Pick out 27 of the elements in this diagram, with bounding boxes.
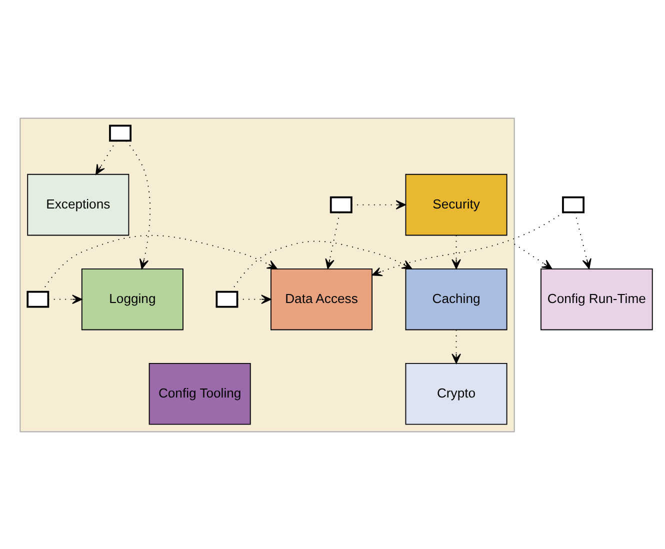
arrow (372, 212, 564, 276)
node-box: Config Tooling (148, 362, 251, 424)
arrow (574, 211, 592, 269)
cluster (20, 117, 515, 432)
node-box: Exceptions (27, 173, 130, 236)
node-box: Crypto (405, 362, 508, 424)
node-box (562, 196, 584, 213)
arrow (96, 140, 117, 174)
node-box: Config Run-Time (540, 268, 653, 330)
arrow (452, 328, 461, 364)
node-box (26, 290, 50, 308)
node-box (216, 290, 238, 308)
arrow (452, 234, 461, 269)
node-box: Caching (405, 268, 508, 330)
node-box (330, 196, 352, 213)
arrow (514, 243, 552, 269)
arrow (325, 211, 340, 269)
arrow (230, 240, 412, 292)
arrow (126, 140, 151, 269)
arrow (351, 200, 406, 209)
arrow (236, 294, 272, 304)
node-box: Data Access (270, 268, 373, 330)
node-box (109, 124, 132, 142)
node-box: Logging (81, 268, 184, 330)
arrow (48, 294, 82, 304)
node-box: Security (405, 173, 508, 236)
arrow (42, 234, 278, 292)
